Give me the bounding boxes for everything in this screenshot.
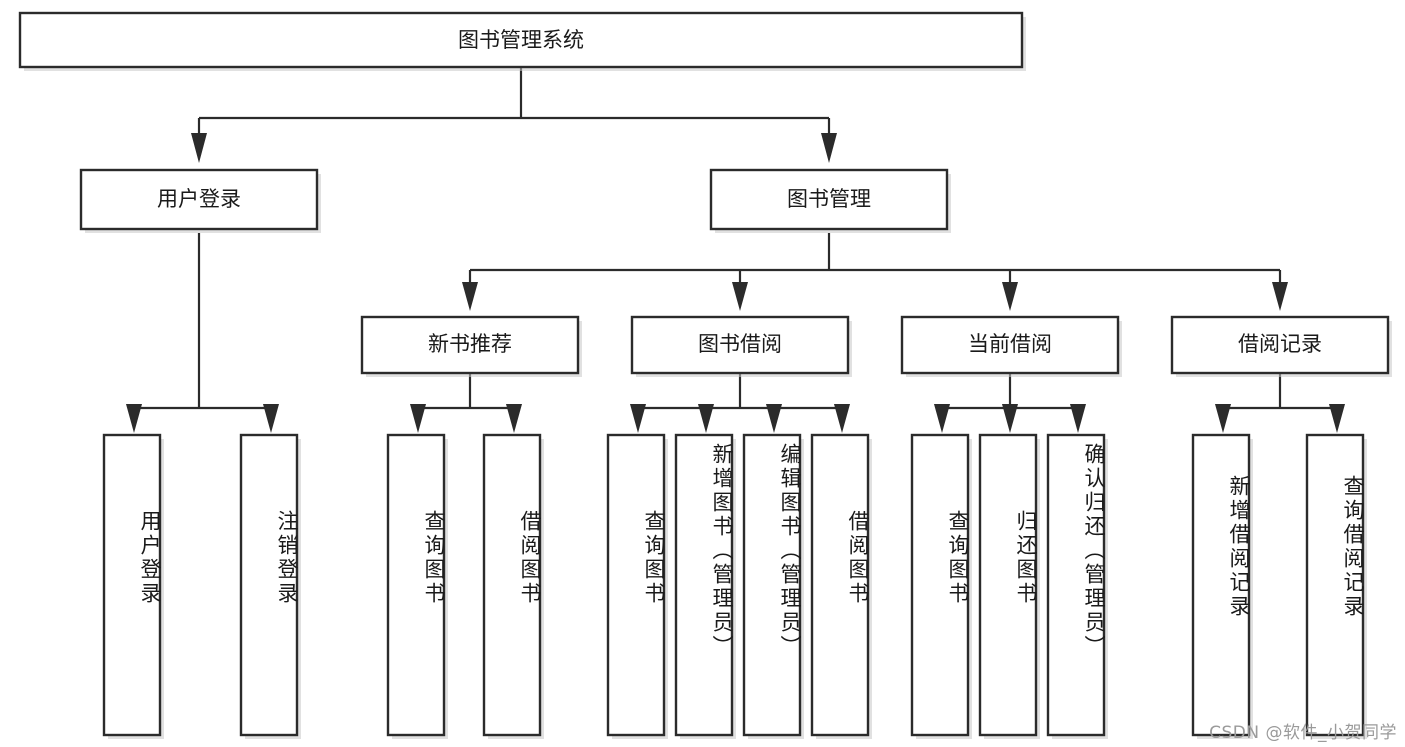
node-user-login-label: 用户登录 xyxy=(157,187,241,211)
node-current-borrow-label: 当前借阅 xyxy=(968,332,1052,356)
arrow-head-leaf-logout xyxy=(263,404,279,433)
node-leaf-user-login[interactable] xyxy=(102,433,162,737)
arrow-head-leaf-add-record xyxy=(1215,404,1231,433)
node-current-borrow[interactable] xyxy=(900,315,1120,375)
arrow-head-leaf-confirm-return xyxy=(1070,404,1086,433)
arrow-head-book-borrow xyxy=(732,282,748,311)
node-user-login[interactable] xyxy=(79,168,319,231)
arrow-head-leaf-user-login xyxy=(126,404,142,433)
arrow-head-leaf-borrow-book-b xyxy=(834,404,850,433)
edge-group-root-to-level2 xyxy=(191,67,837,163)
edge-group-current-borrow-leaves xyxy=(934,373,1086,433)
node-book-borrow[interactable] xyxy=(630,315,850,375)
node-book-manage-label: 图书管理 xyxy=(787,187,871,211)
arrow-head-leaf-query-book-a xyxy=(410,404,426,433)
node-leaf-borrow-book-a[interactable] xyxy=(482,433,542,737)
node-leaf-logout[interactable] xyxy=(239,433,299,737)
arrow-head-leaf-edit-book xyxy=(766,404,782,433)
edge-group-new-book-leaves xyxy=(410,373,522,433)
node-leaf-confirm-return-admin[interactable] xyxy=(1046,433,1106,737)
arrow-head-borrow-record xyxy=(1272,282,1288,311)
node-root-label: 图书管理系统 xyxy=(458,28,584,52)
node-leaf-query-borrow-record[interactable] xyxy=(1305,433,1365,737)
node-book-manage[interactable] xyxy=(709,168,949,231)
csdn-watermark: CSDN @软件_小贺同学 xyxy=(1209,723,1397,743)
node-new-book-recommend-label: 新书推荐 xyxy=(428,332,512,356)
edge-group-borrow-record-leaves xyxy=(1215,373,1345,433)
arrow-head-leaf-query-record xyxy=(1329,404,1345,433)
arrow-head-current-borrow xyxy=(1002,282,1018,311)
node-new-book-recommend[interactable] xyxy=(360,315,580,375)
edge-group-user-login-leaves xyxy=(126,233,279,433)
node-leaf-query-book-b[interactable] xyxy=(606,433,666,737)
node-root[interactable] xyxy=(18,11,1024,69)
node-leaf-edit-book-admin[interactable] xyxy=(742,433,802,737)
node-leaf-add-borrow-record[interactable] xyxy=(1191,433,1251,737)
arrow-head-book-manage xyxy=(821,133,837,163)
arrow-head-new-book-recommend xyxy=(462,282,478,311)
arrow-head-leaf-add-book xyxy=(698,404,714,433)
edge-group-book-manage-to-level3 xyxy=(462,233,1288,311)
node-book-borrow-label: 图书借阅 xyxy=(698,332,782,356)
arrow-head-user-login xyxy=(191,133,207,163)
arrow-head-leaf-return-book xyxy=(1002,404,1018,433)
node-leaf-query-book-c[interactable] xyxy=(910,433,970,737)
arrow-head-leaf-borrow-book-a xyxy=(506,404,522,433)
node-borrow-record-label: 借阅记录 xyxy=(1238,332,1322,356)
node-leaf-query-book-a[interactable] xyxy=(386,433,446,737)
arrow-head-leaf-query-book-b xyxy=(630,404,646,433)
node-borrow-record[interactable] xyxy=(1170,315,1390,375)
arrow-head-leaf-query-book-c xyxy=(934,404,950,433)
node-leaf-return-book[interactable] xyxy=(978,433,1038,737)
node-leaf-add-book-admin[interactable] xyxy=(674,433,734,737)
node-leaf-borrow-book-b[interactable] xyxy=(810,433,870,737)
edge-group-book-borrow-leaves xyxy=(630,373,850,433)
